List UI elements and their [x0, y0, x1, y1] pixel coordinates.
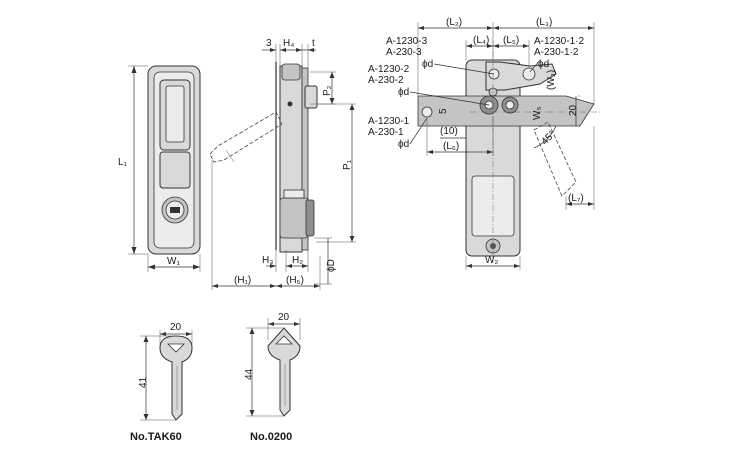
- plan-handle-rotated: [533, 121, 577, 197]
- side-step: [283, 189, 305, 199]
- label-20: 20: [568, 104, 579, 116]
- label-a230-2: A-230-2: [368, 75, 404, 86]
- label-a1230-2: A-1230-2: [368, 64, 410, 75]
- label-H5: (H₅): [286, 275, 304, 286]
- label-L5: (L₅): [503, 35, 519, 46]
- label-P2: P₂: [322, 85, 333, 96]
- key1-bow-hole: [167, 343, 185, 353]
- label-H2: H₂: [292, 255, 303, 266]
- front-handle-recess: [165, 85, 185, 143]
- side-top-knob: [281, 63, 301, 81]
- label-L4: (L₄): [473, 35, 489, 46]
- key1-shape: [159, 335, 193, 421]
- label-phid-3: ϕd: [422, 59, 433, 70]
- label-a1230-12: A-1230-1·2: [534, 36, 584, 47]
- label-3: 3: [266, 38, 272, 49]
- key2-name: No.0200: [250, 431, 292, 443]
- label-phid-2: ϕd: [398, 87, 409, 98]
- label-45: 45°: [540, 129, 558, 147]
- label-H3: H₃: [262, 255, 273, 266]
- label-10: (10): [440, 126, 458, 137]
- side-flange: [301, 67, 309, 251]
- label-phid-12: ϕd: [538, 59, 549, 70]
- key-slot: [170, 207, 180, 213]
- key2-bow-hole: [275, 335, 293, 345]
- label-a230-12: A-230-1·2: [534, 47, 579, 58]
- handle-open-position: [209, 111, 283, 163]
- dim-angle: [533, 125, 557, 149]
- side-cam: [304, 85, 318, 109]
- key1-name: No.TAK60: [130, 431, 182, 443]
- label-a1230-1: A-1230-1: [368, 116, 410, 127]
- label-a1230-3: A-1230-3: [386, 36, 428, 47]
- key1-width-label: 20: [170, 322, 182, 333]
- label-L3: (L₃): [536, 17, 552, 28]
- plan-view: (L₂) (L₃) (L₄) (L₅) A-1230-3 A-230-3 ϕd …: [368, 17, 600, 270]
- label-H1: (H₁): [234, 275, 251, 286]
- label-W3: (W₃): [546, 70, 557, 90]
- front-handle-lower: [159, 151, 191, 189]
- side-cylinder-nut: [305, 199, 315, 237]
- key2-width-label: 20: [278, 312, 290, 323]
- front-view: L₁ W₁: [118, 65, 201, 272]
- label-phid-1: ϕd: [398, 139, 409, 150]
- side-view: 3 H₄ t P₂ P₁ ϕD H₃ H₂: [209, 38, 356, 290]
- label-L6: (L₆): [443, 141, 459, 152]
- label-L2: (L₂): [446, 17, 462, 28]
- label-a230-1: A-230-1: [368, 127, 404, 138]
- plan-left-hole: [421, 106, 433, 118]
- side-cylinder: [279, 197, 309, 239]
- label-L7: (L₇): [568, 193, 584, 204]
- key1-height-label: 41: [138, 376, 149, 388]
- key-tak60: 20 41 No.TAK60: [130, 322, 193, 443]
- label-t: t: [312, 38, 315, 49]
- key2-shape: [267, 327, 301, 417]
- label-5: 5: [438, 108, 449, 114]
- key2-height-label: 44: [244, 368, 255, 380]
- label-H4: H₄: [283, 38, 294, 49]
- label-L1: L₁: [118, 157, 128, 168]
- label-W1: W₁: [167, 256, 180, 267]
- key-0200: 20 44 No.0200: [244, 312, 301, 443]
- label-phiD: ϕD: [326, 259, 337, 272]
- label-W5: W₅: [532, 107, 543, 120]
- label-P1: P₁: [342, 159, 353, 170]
- label-W2: W₂: [485, 255, 498, 266]
- label-a230-3: A-230-3: [386, 47, 422, 58]
